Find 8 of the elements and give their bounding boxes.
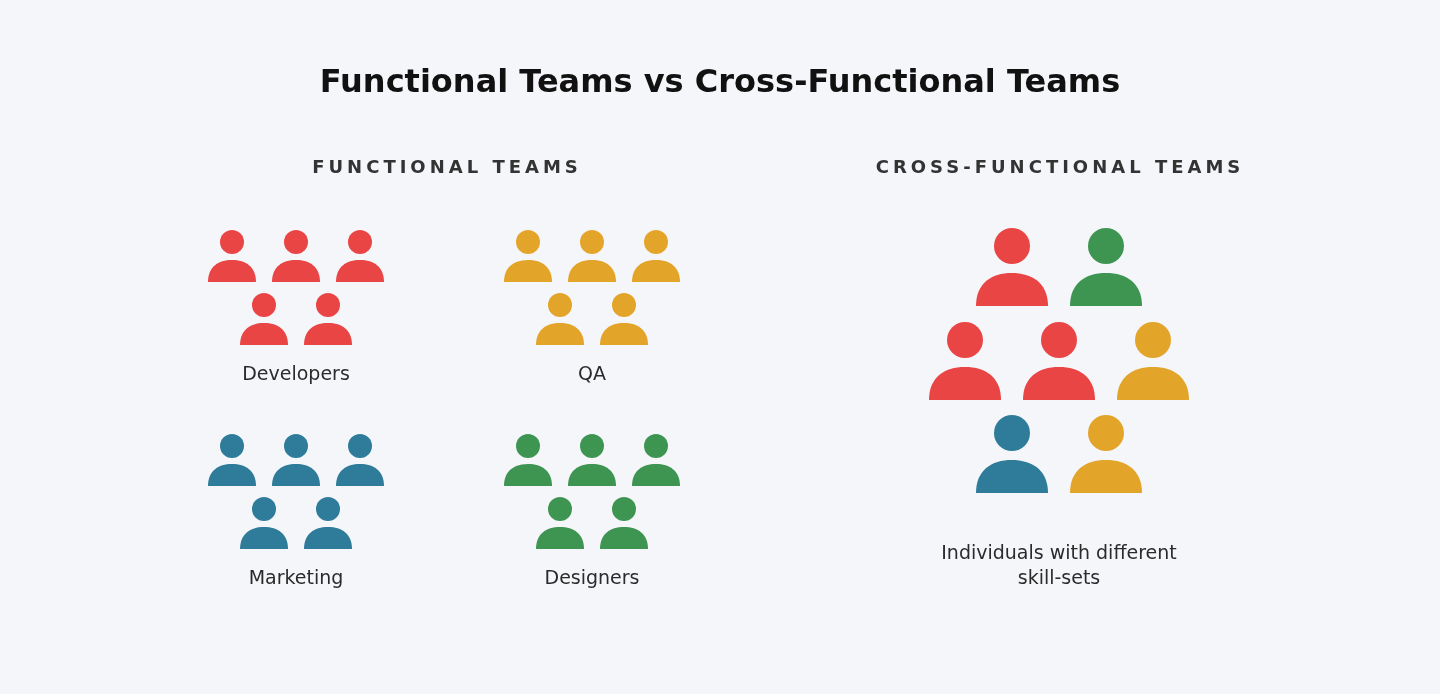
- section-heading: FUNCTIONAL TEAMS: [312, 156, 582, 177]
- caption-text: Individuals with different skill-sets: [940, 540, 1178, 590]
- group-label: Marketing: [248, 566, 344, 588]
- section-heading: CROSS-FUNCTIONAL TEAMS: [875, 156, 1245, 177]
- group-label: QA: [578, 362, 606, 384]
- group-label: Designers: [544, 566, 640, 588]
- group-label: Developers: [242, 362, 350, 384]
- diagram-title: Functional Teams vs Cross-Functional Teams: [319, 62, 1121, 100]
